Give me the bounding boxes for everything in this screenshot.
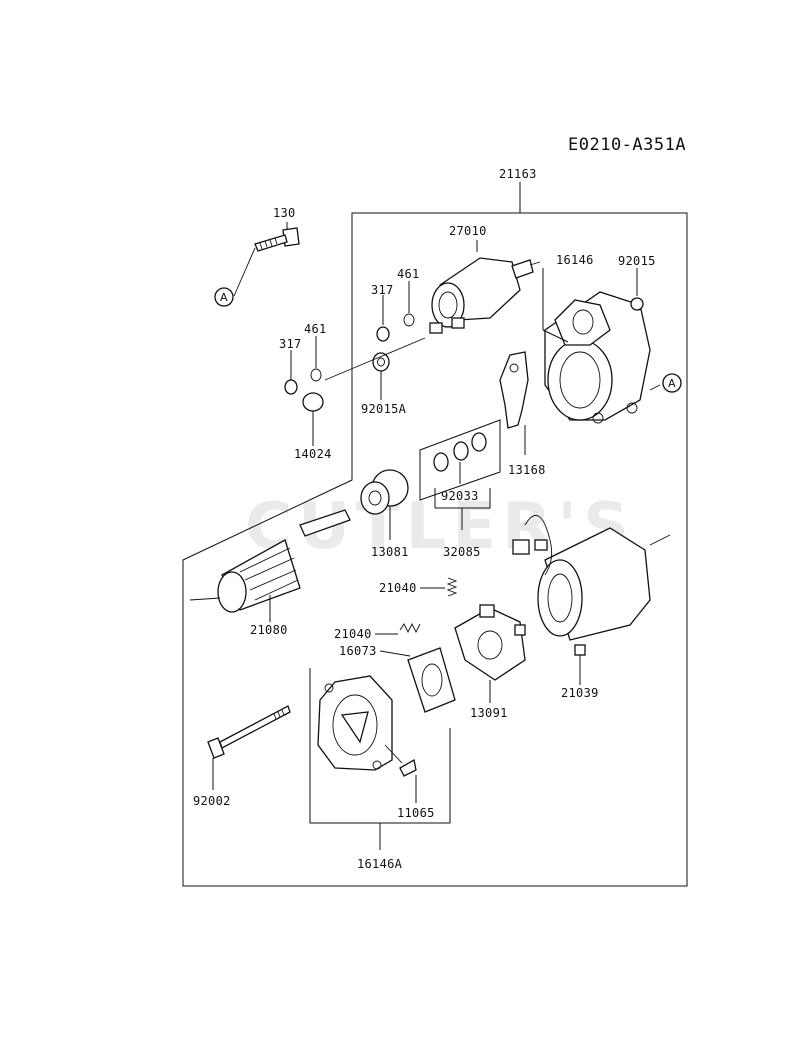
label-13091: 13091: [470, 706, 508, 720]
assembly-boundary: [182, 212, 688, 887]
assembly-axis-solenoid: [324, 337, 426, 381]
armature-21080[interactable]: [189, 509, 351, 622]
pinion-clutch-13081[interactable]: [360, 469, 409, 540]
bolt-130[interactable]: [233, 222, 300, 297]
label-16146: 16146: [556, 253, 594, 267]
label-11065: 11065: [397, 806, 435, 820]
washer-set-92033[interactable]: [419, 419, 501, 501]
ref-marker-a-right: A: [649, 373, 682, 393]
brush-spring-21040-upper[interactable]: [420, 577, 458, 597]
screw-11065[interactable]: [384, 744, 417, 803]
ref-marker-a-left: A: [214, 287, 234, 307]
svg-text:A: A: [668, 377, 676, 390]
through-bolt-92002[interactable]: [207, 705, 291, 790]
label-92033: 92033: [441, 489, 479, 503]
brush-spring-21040-lower[interactable]: [375, 622, 421, 635]
label-16073: 16073: [339, 644, 377, 658]
nut-317-lower[interactable]: [284, 350, 298, 395]
label-21039: 21039: [561, 686, 599, 700]
label-21040-lower: 21040: [334, 627, 372, 641]
label-21080: 21080: [250, 623, 288, 637]
label-461-upper: 461: [397, 267, 420, 281]
yoke-field-coil-21039[interactable]: [512, 514, 671, 685]
label-317-lower: 317: [279, 337, 302, 351]
label-13081: 13081: [371, 545, 409, 559]
diagram-code: E0210-A351A: [568, 135, 686, 155]
label-21163: 21163: [499, 167, 537, 181]
collar-14024[interactable]: [302, 392, 324, 446]
label-14024: 14024: [294, 447, 332, 461]
washer-461-lower[interactable]: [310, 336, 322, 382]
label-461-lower: 461: [304, 322, 327, 336]
front-housing-16146[interactable]: [542, 268, 651, 424]
plate-16073[interactable]: [379, 647, 456, 713]
label-16146A: 16146A: [357, 857, 403, 871]
label-317-upper: 317: [371, 283, 394, 297]
label-92002: 92002: [193, 794, 231, 808]
washer-461-upper[interactable]: [403, 281, 415, 327]
svg-text:A: A: [220, 291, 228, 304]
solenoid-27010[interactable]: [429, 240, 541, 334]
label-130: 130: [273, 206, 296, 220]
nut-92015[interactable]: [630, 268, 644, 311]
label-92015: 92015: [618, 254, 656, 268]
shift-lever-13168[interactable]: [499, 351, 529, 455]
label-27010: 27010: [449, 224, 487, 238]
label-32085: 32085: [443, 545, 481, 559]
label-13168: 13168: [508, 463, 546, 477]
label-92015A: 92015A: [361, 402, 407, 416]
rear-cover-16146A[interactable]: [309, 668, 451, 850]
nut-92015A[interactable]: [372, 352, 390, 400]
nut-317-upper[interactable]: [376, 295, 390, 342]
label-21040-upper: 21040: [379, 581, 417, 595]
brush-holder-13091[interactable]: [454, 604, 526, 703]
